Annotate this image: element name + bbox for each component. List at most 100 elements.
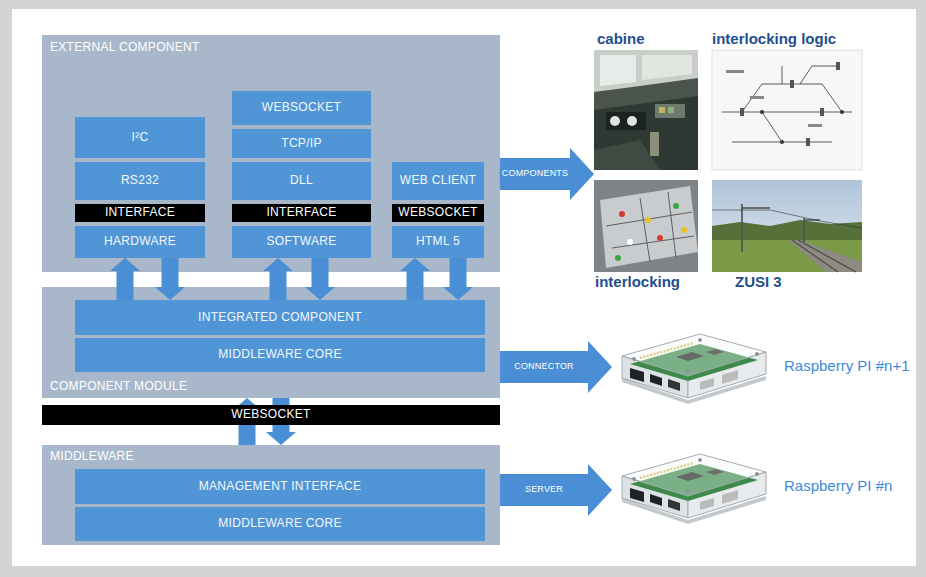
panel-title: COMPONENT MODULE	[50, 380, 187, 393]
flow-arrow	[500, 341, 612, 393]
figure-part	[792, 240, 856, 272]
figure-part	[806, 138, 810, 146]
module-panel: EXTERNAL COMPONENT I²C RS232INTERFACE HARDW…	[42, 35, 500, 272]
figure-part	[840, 110, 844, 114]
figure-part	[790, 80, 794, 88]
photo-tile: interlocking	[594, 180, 698, 292]
box-label: INTEGRATED COMPONENT	[198, 311, 362, 324]
layer-box: I²C	[75, 117, 205, 158]
figure-part	[760, 110, 764, 114]
figure-part	[808, 124, 822, 127]
raspberry-pi-figure	[622, 334, 766, 404]
arrow-label-holder: SERVER	[523, 484, 565, 496]
layer-box: WEB CLIENT	[392, 162, 484, 200]
box-label: I²C	[132, 131, 149, 144]
layer-box: MANAGEMENT INTERFACE	[75, 469, 485, 504]
figure-part	[594, 140, 660, 170]
figure-part	[788, 240, 862, 272]
photo-caption: interlocking	[595, 274, 680, 291]
interlocking-logic-figure	[712, 50, 862, 170]
box-label: DLL	[290, 174, 313, 187]
cabine-photo	[594, 50, 698, 170]
layer-box: MIDDLEWARE CORE	[75, 338, 485, 372]
figure-part	[642, 55, 692, 80]
page-ground	[12, 9, 916, 566]
figure-part	[606, 192, 694, 262]
figure-part	[712, 180, 862, 272]
layer-box: MIDDLEWARE CORE	[75, 507, 485, 541]
interlocking-photo	[594, 180, 698, 272]
box-label: HARDWARE	[104, 235, 176, 248]
figure-part	[740, 108, 744, 116]
figure-part	[645, 217, 651, 223]
box-label: SOFTWARE	[267, 235, 337, 248]
interface-bar: INTERFACE	[75, 204, 205, 222]
panel-title: MIDDLEWARE	[50, 450, 134, 463]
figure-part	[742, 204, 820, 252]
figure-part	[627, 116, 637, 126]
figure-part	[820, 108, 824, 116]
figure-part	[615, 255, 621, 261]
figure-part	[712, 240, 862, 272]
figure-part	[836, 62, 840, 70]
figure-part	[600, 55, 636, 86]
figure-part	[673, 203, 679, 209]
figure-part	[594, 180, 698, 272]
device-tile: Raspberry PI #n	[612, 446, 914, 526]
flow-arrow	[500, 464, 612, 516]
figure-part	[594, 96, 698, 170]
photo-caption: interlocking logic	[712, 31, 836, 48]
bar-label: INTERFACE	[105, 206, 175, 219]
zusi-screenshot	[712, 180, 862, 272]
raspberry-pi-figure	[622, 454, 766, 524]
box-label: MANAGEMENT INTERFACE	[199, 480, 361, 493]
box-label: MIDDLEWARE CORE	[218, 348, 341, 361]
photo-caption: cabine	[597, 31, 645, 48]
figure-part	[657, 235, 663, 241]
bar-label: WEBSOCKET	[231, 408, 310, 421]
figure-part	[650, 132, 659, 156]
figure-part	[594, 50, 698, 170]
box-label: WEB CLIENT	[400, 174, 476, 187]
layer-box: DLL	[232, 162, 371, 200]
box-label: TCP/IP	[281, 137, 321, 150]
arrow-label-holder: CONNECTOR	[512, 361, 576, 373]
figure-part	[750, 96, 764, 99]
figure-part	[722, 66, 852, 142]
figure-part	[594, 50, 698, 92]
figure-part	[681, 227, 687, 233]
layer-box: HARDWARE	[75, 226, 205, 258]
box-label: RS232	[121, 174, 159, 187]
photo-tile: ZUSI 3	[712, 180, 862, 292]
box-label: WEBSOCKET	[262, 101, 341, 114]
photo-caption: ZUSI 3	[735, 274, 782, 291]
interface-bar: INTERFACE	[232, 204, 371, 222]
figure-part	[712, 210, 862, 228]
figure-part	[668, 107, 674, 113]
device-caption: Raspberry PI #n	[784, 478, 892, 495]
interface-bar: WEBSOCKET	[42, 405, 500, 425]
module-panel: COMPONENT MODULE INTEGRATED COMPONENT MIDD…	[42, 287, 500, 398]
layer-box: RS232	[75, 162, 205, 200]
layer-box: INTEGRATED COMPONENT	[75, 300, 485, 335]
interface-bar: WEBSOCKET	[392, 204, 484, 222]
figure-part	[712, 220, 862, 242]
bar-label: INTERFACE	[266, 206, 336, 219]
panel-title: EXTERNAL COMPONENT	[50, 41, 200, 54]
layer-box: HTML 5	[392, 226, 484, 258]
layer-box: TCP/IP	[232, 129, 371, 158]
box-label: HTML 5	[416, 235, 460, 248]
figure-part	[600, 186, 698, 268]
layer-box: SOFTWARE	[232, 226, 371, 258]
module-panel: MIDDLEWARE MANAGEMENT INTERFACE MIDDLEWARE…	[42, 445, 500, 545]
figure-part	[619, 211, 625, 217]
figure-part	[655, 104, 685, 118]
figure-part	[712, 50, 862, 170]
figure-part	[627, 239, 633, 245]
figure-part	[659, 107, 665, 113]
figure-part	[606, 112, 646, 130]
flow-arrow	[500, 148, 594, 200]
